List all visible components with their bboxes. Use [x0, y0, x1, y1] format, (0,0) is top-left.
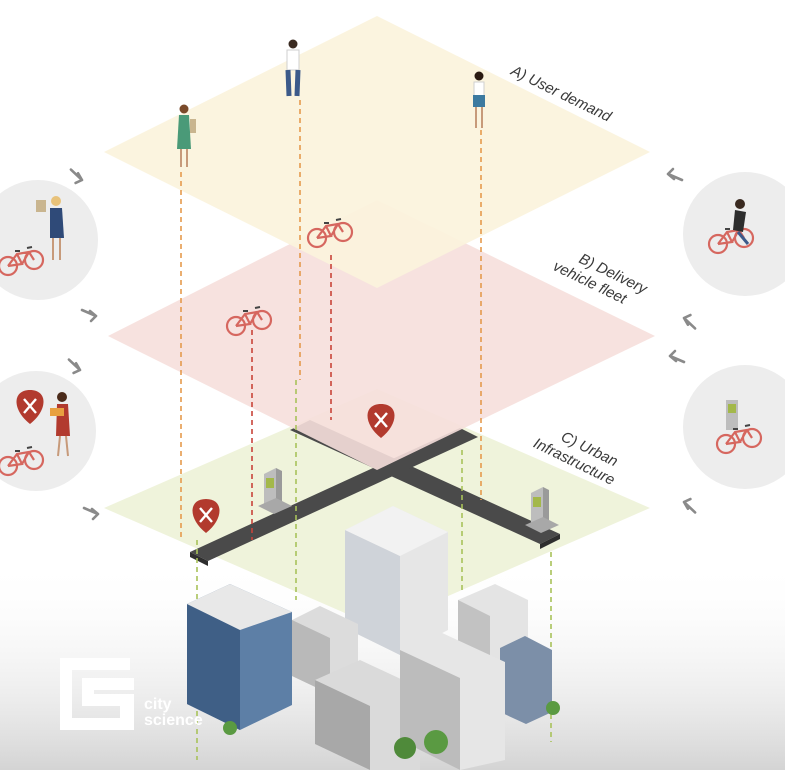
person-woman-standing — [473, 71, 485, 128]
layer-b-plane — [108, 200, 655, 470]
road-cross — [190, 428, 478, 561]
connector-lines — [180, 100, 552, 760]
logo-line-city: city — [144, 696, 172, 713]
side-circle-left-top — [0, 180, 98, 300]
logo-text: city science — [144, 697, 203, 729]
layer-a-plane — [104, 16, 650, 288]
arrow-icon-3 — [63, 358, 84, 376]
arrow-icon-7 — [668, 349, 686, 364]
bike-charging-illustration — [715, 400, 763, 455]
customer-handoff-illustration — [36, 196, 64, 260]
cyclist-illustration — [707, 199, 755, 255]
logo-line-science: science — [144, 712, 203, 729]
arrow-icon-5 — [666, 167, 684, 182]
side-circle-right-top — [683, 172, 785, 296]
arrow-icon-1 — [65, 168, 86, 186]
courier-with-box-illustration — [50, 392, 70, 457]
arrow-icon-2 — [80, 308, 98, 323]
city-science-logo-icon — [60, 658, 134, 730]
arrow-icon-8 — [680, 496, 701, 514]
arrow-icon-4 — [82, 506, 100, 521]
person-woman-bag — [177, 104, 196, 167]
person-man-standing — [285, 39, 301, 97]
arrow-icon-6 — [680, 312, 701, 330]
layer-c-plane — [104, 389, 650, 627]
city-buildings — [187, 506, 560, 770]
